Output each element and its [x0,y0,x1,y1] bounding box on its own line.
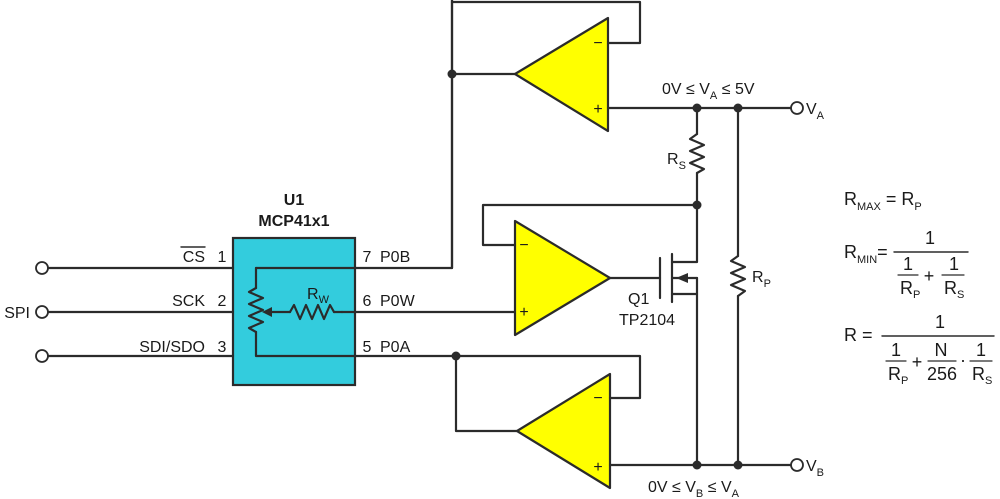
u1-ref: U1 [284,192,305,209]
pin-sdi-name: SDI/SDO [139,339,205,356]
pin-cs-name: CS [183,249,205,266]
top-amp-minus: − [593,35,602,52]
va-range: 0V ≤ VA ≤ 5V [662,81,755,102]
bot-amp-plus: + [593,459,602,476]
pin-p0b-name: P0B [380,249,410,266]
rp-resistor [729,106,747,467]
spi-wires [46,266,235,358]
q1-ref: Q1 [628,291,649,308]
sck-terminal[interactable] [35,305,49,319]
svg-text:1: 1 [935,312,945,332]
equation-r: R = 1 1 RP + N 256 · 1 RS [844,312,995,387]
spi-label: SPI [4,305,30,322]
pin-p0w-name: P0W [380,293,416,310]
middle-opamp [481,203,699,337]
top-amp-plus: + [593,101,602,118]
svg-text:256: 256 [927,364,957,384]
pin-sck-num: 2 [218,293,227,310]
pin-p0a-name: P0A [380,339,411,356]
svg-text:RP: RP [888,364,908,387]
mid-amp-minus: − [519,237,528,254]
va-terminal[interactable] [790,101,804,115]
q1-part: TP2104 [619,312,675,329]
svg-text:1: 1 [903,254,913,274]
vb-range: 0V ≤ VB ≤ VA [648,479,740,499]
q1-mosfet [658,203,699,467]
junction-vb-rp [733,460,743,470]
pin-sck-name: SCK [172,293,205,310]
top-opamp [450,0,802,133]
svg-text:1: 1 [891,340,901,360]
svg-text:RMAX = RP: RMAX = RP [844,189,922,213]
svg-text:1: 1 [949,254,959,274]
rw-label: RW [307,286,330,306]
vb-terminal[interactable] [790,458,804,472]
svg-text:RMIN=: RMIN= [844,242,888,266]
rp-label: RP [752,269,771,290]
sdi-terminal[interactable] [35,349,49,363]
svg-text:1: 1 [925,228,935,248]
svg-text:RS: RS [944,278,964,301]
svg-text:·: · [960,350,966,370]
svg-text:N: N [935,340,948,360]
bot-amp-minus: − [593,390,602,407]
svg-text:+: + [924,266,935,286]
u1-part: MCP41x1 [258,213,329,230]
rs-label: RS [667,151,686,172]
vb-out-label: VB [806,458,824,479]
svg-text:RS: RS [972,364,992,387]
pin-p0a-num: 5 [363,339,372,356]
cs-terminal[interactable] [35,261,49,275]
junction-p0a [451,351,461,361]
svg-text:R =: R = [844,325,873,345]
equation-rmax: RMAX = RP [844,189,922,213]
svg-text:1: 1 [976,340,986,360]
equation-rmin: RMIN= 1 1 RP + 1 RS [844,228,969,301]
svg-text:RP: RP [900,278,920,301]
pin-sdi-num: 3 [218,339,227,356]
rs-resistor [688,106,706,207]
svg-text:+: + [912,352,923,372]
pin-cs-num: 1 [218,249,227,266]
va-out-label: VA [806,101,825,122]
pin-p0w-num: 6 [363,293,372,310]
junction-vb-q1 [692,460,702,470]
mid-amp-plus: + [519,304,528,321]
pin-p0b-num: 7 [363,249,372,266]
bottom-opamp [454,354,802,490]
